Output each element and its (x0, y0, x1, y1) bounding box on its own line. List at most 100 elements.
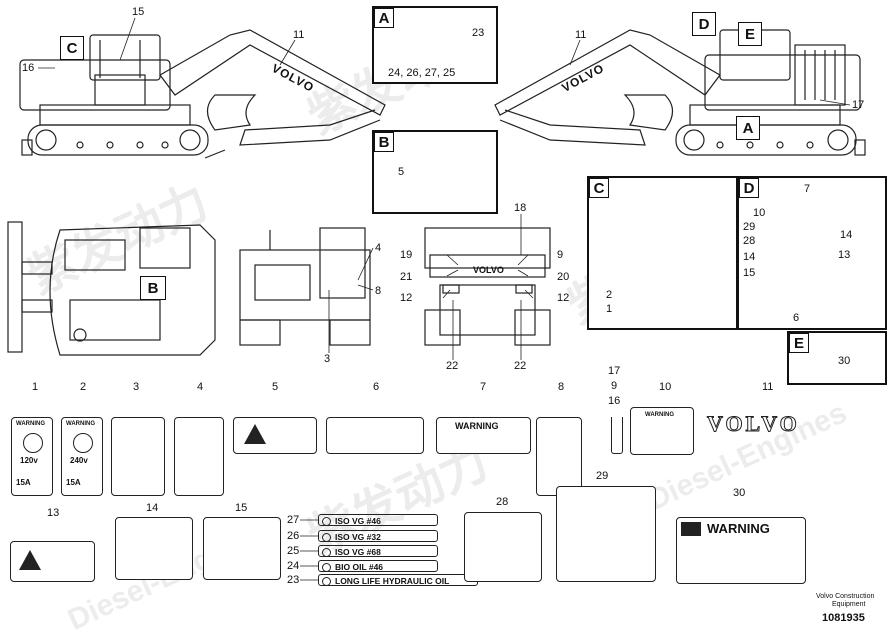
callout-22-left: 22 (446, 360, 459, 372)
oil-label-25: ISO VG #68 (318, 545, 438, 557)
decal-14-pictograms (115, 517, 193, 580)
callout-15-d: 15 (743, 267, 756, 279)
oil-label-text: ISO VG #46 (335, 516, 381, 526)
oil-num-23: 23 (287, 574, 300, 586)
callout-3: 3 (324, 353, 331, 365)
decal-1-warning: WARNING (16, 421, 45, 427)
oil-drop-icon (322, 516, 331, 526)
oil-num-27: 27 (287, 514, 300, 526)
part-num-30: 30 (733, 487, 746, 499)
oil-label-text: ISO VG #68 (335, 547, 381, 557)
callout-18: 18 (514, 202, 527, 214)
oil-label-24: BIO OIL #46 (318, 560, 438, 572)
part-num-10: 10 (659, 381, 672, 393)
part-num-3: 3 (133, 381, 140, 393)
decal-29-pictograms (556, 486, 656, 582)
footer-doc-number: 1081935 (822, 612, 865, 624)
warning-triangle-icon (244, 424, 266, 444)
detail-tag-d: D (739, 178, 759, 198)
part-num-5: 5 (272, 381, 279, 393)
part-num-8: 8 (558, 381, 565, 393)
callout-30: 30 (838, 355, 851, 367)
oil-label-27: ISO VG #46 (318, 514, 438, 526)
part-num-11: 11 (762, 381, 774, 393)
callout-12-left: 12 (400, 292, 413, 304)
detail-tag-e: E (789, 333, 809, 353)
decal-1-amperage: 15A (16, 478, 31, 487)
part-num-17: 17 (608, 365, 621, 377)
part-num-29: 29 (596, 470, 609, 482)
part-num-6: 6 (373, 381, 380, 393)
callout-15: 15 (132, 6, 145, 18)
excavator-right-view (494, 29, 866, 156)
callout-11-right: 11 (575, 29, 587, 41)
part-num-2: 2 (80, 381, 87, 393)
callout-13: 13 (838, 249, 851, 261)
oil-label-26: ISO VG #32 (318, 530, 438, 542)
excavator-front-view (424, 227, 551, 346)
decal-28-pictograms (464, 512, 542, 582)
callout-14-b: 14 (840, 229, 853, 241)
decal-10-warning: WARNING (630, 407, 694, 455)
location-tag-e: E (738, 22, 762, 46)
part-num-9: 9 (611, 380, 618, 392)
decal-13-hazard (10, 541, 95, 582)
callout-11-left: 11 (293, 29, 305, 41)
callout-4: 4 (375, 242, 382, 254)
warning-triangle-icon (19, 550, 41, 570)
location-tag-c: C (60, 36, 84, 60)
part-num-4: 4 (197, 381, 204, 393)
callout-8: 8 (375, 285, 382, 297)
oil-label-text: ISO VG #32 (335, 532, 381, 542)
callout-7: 7 (804, 183, 811, 195)
part-num-7: 7 (480, 381, 487, 393)
part-num-13: 13 (47, 507, 60, 519)
decal-2-socket-240v: WARNING 240v 15A (61, 417, 103, 496)
socket-icon (73, 433, 93, 453)
part-num-1: 1 (32, 381, 39, 393)
decal-2-voltage: 240v (70, 456, 88, 465)
decal-8-pictograms (536, 417, 582, 496)
oil-drop-icon (322, 532, 331, 542)
callout-19: 19 (400, 249, 413, 261)
callout-22-right: 22 (514, 360, 527, 372)
footer-brand-line1: Volvo Construction (816, 593, 875, 600)
socket-icon (23, 433, 43, 453)
excavator-top-view (7, 221, 216, 356)
callout-5: 5 (398, 166, 405, 178)
decal-4-pictograms (174, 417, 224, 496)
callout-10: 10 (753, 207, 766, 219)
callout-21: 21 (400, 271, 413, 283)
decal-7-warning-text: WARNING (455, 421, 499, 431)
decal-30-joystick-warning: WARNING (676, 517, 806, 584)
part-num-14: 14 (146, 502, 159, 514)
decal-3-pictograms (111, 417, 165, 496)
decal-15-pictograms (203, 517, 281, 580)
decal-6-pictograms (326, 417, 424, 454)
oil-label-text: LONG LIFE HYDRAULIC OIL (335, 576, 450, 586)
location-tag-d: D (692, 12, 716, 36)
decal-1-voltage: 120v (20, 456, 38, 465)
location-tag-a: A (736, 116, 760, 140)
decal-2-amperage: 15A (66, 478, 81, 487)
detail-tag-b: B (374, 132, 394, 152)
oil-label-23: LONG LIFE HYDRAULIC OIL (318, 574, 478, 586)
callout-29: 29 (743, 221, 756, 233)
footer-brand-line2: Equipment (832, 601, 866, 608)
detail-box-d (737, 176, 887, 330)
callout-12-right: 12 (557, 292, 570, 304)
decal-1-socket-120v: WARNING 120v 15A (11, 417, 53, 496)
location-tag-b: B (140, 276, 166, 300)
oil-drop-icon (322, 562, 331, 572)
oil-num-26: 26 (287, 530, 300, 542)
part-num-16: 16 (608, 395, 621, 407)
callout-1: 1 (606, 303, 613, 315)
excavator-rear-view (239, 227, 371, 346)
decal-30-warning-bar (681, 522, 701, 536)
callout-17: 17 (852, 99, 865, 111)
detail-tag-a: A (374, 8, 394, 28)
decal-2-warning: WARNING (66, 421, 95, 427)
front-volvo: VOLVO (473, 265, 504, 275)
decal-16-bracket (611, 417, 623, 454)
oil-num-25: 25 (287, 545, 300, 557)
